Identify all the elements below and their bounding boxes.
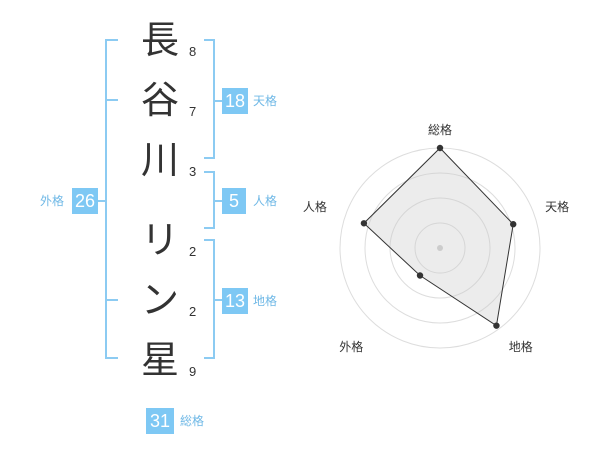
soukaku-value: 31: [146, 408, 174, 434]
tenkaku-value: 18: [222, 88, 248, 114]
radar-ring-3: [364, 172, 516, 324]
radar-data-polygon: [363, 147, 514, 327]
name-char-4: リ: [140, 218, 179, 262]
chikaku-label: 地格: [253, 294, 278, 308]
stroke-count-3: 3: [189, 164, 197, 179]
chikaku-value: 13: [222, 288, 248, 314]
radar-point-1: [436, 144, 444, 152]
radar-center: [437, 245, 443, 251]
radar-point-5: [360, 220, 368, 227]
radar-axis-label-5: 人格: [303, 199, 327, 214]
stroke-count-4: 2: [189, 244, 197, 259]
stroke-count-5: 2: [189, 304, 197, 319]
stroke-count-2: 7: [189, 104, 197, 119]
jinkaku-value: 5: [222, 188, 246, 214]
jinkaku-label: 人格: [253, 194, 278, 208]
radar-point-4: [416, 272, 424, 279]
name-char-6: 星: [140, 338, 179, 382]
name-char-1: 長: [140, 18, 179, 62]
name-char-2: 谷: [140, 78, 179, 122]
name-char-3: 川: [140, 138, 179, 182]
radar-axis-label-3: 地格: [509, 339, 533, 354]
tenkaku-label: 天格: [253, 94, 278, 108]
soukaku-label: 総格: [180, 414, 205, 428]
gaikaku-label: 外格: [40, 194, 65, 208]
radar-axis-label-1: 総格: [428, 122, 452, 137]
radar-axis-label-2: 天格: [545, 199, 569, 214]
radar-axis-label-4: 外格: [339, 339, 363, 354]
stroke-count-6: 9: [189, 364, 197, 379]
radar-point-3: [493, 322, 500, 329]
radar-point-2: [510, 221, 517, 228]
radar-ring-1: [414, 222, 466, 274]
name-char-5: ン: [140, 278, 179, 322]
stroke-count-1: 8: [189, 44, 197, 59]
gaikaku-value: 26: [72, 188, 98, 214]
